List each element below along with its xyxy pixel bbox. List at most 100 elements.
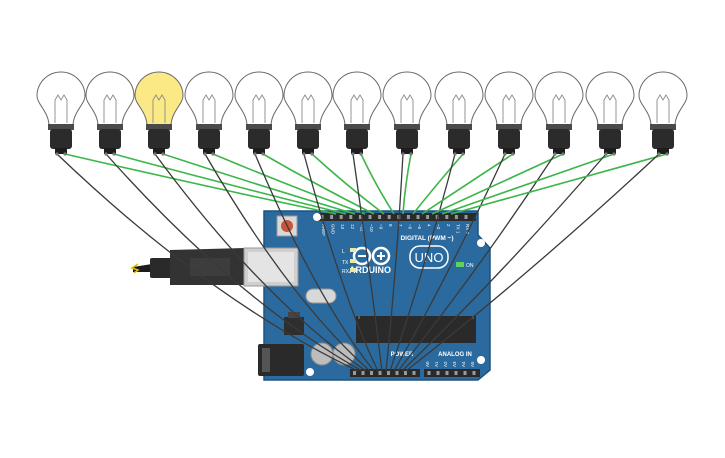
light-bulb[interactable] [85, 71, 135, 156]
signal-wire[interactable] [360, 153, 395, 215]
ground-wire[interactable] [385, 153, 404, 372]
pin-socket[interactable] [378, 215, 382, 219]
analog-pin-label: A1 [434, 361, 439, 367]
pin-socket[interactable] [349, 215, 353, 219]
pin-socket[interactable] [445, 215, 449, 219]
light-bulb[interactable] [332, 71, 382, 156]
digital-pin-label: ~5 [417, 224, 422, 230]
signal-wire[interactable] [412, 153, 464, 215]
signal-wire[interactable] [212, 153, 366, 215]
bulb-filament [301, 94, 315, 123]
bulb-base [203, 148, 215, 154]
bulb-socket [148, 129, 170, 149]
pin-socket[interactable] [370, 371, 373, 375]
pin-socket[interactable] [358, 215, 362, 219]
signal-wire[interactable] [431, 153, 564, 215]
pin-socket[interactable] [463, 371, 467, 375]
light-bulb[interactable] [534, 71, 584, 156]
light-bulb[interactable] [638, 71, 688, 156]
light-bulb[interactable] [184, 71, 234, 156]
ground-wire[interactable] [352, 153, 383, 372]
digital-pin-label: ~10 [369, 224, 374, 232]
pin-socket[interactable] [445, 371, 449, 375]
arduino-board[interactable]: ARDUINO UNO DIGITAL (PWM ~) POWER ANALOG… [243, 210, 491, 381]
bulb-socket-ring [446, 124, 472, 130]
pin-socket[interactable] [454, 215, 458, 219]
ground-wire[interactable] [401, 153, 607, 372]
pin-socket[interactable] [361, 371, 365, 375]
digital-pin-label: 13 [340, 224, 345, 230]
usb-cable[interactable] [130, 248, 245, 285]
signal-wire[interactable] [262, 153, 375, 215]
ground-wire[interactable] [405, 153, 660, 372]
pin-socket[interactable] [387, 371, 390, 375]
pin-socket[interactable] [416, 215, 420, 219]
signal-wire[interactable] [64, 153, 337, 215]
arduino-logo [352, 246, 391, 266]
bulb-filament [202, 94, 216, 123]
ground-wire[interactable] [56, 153, 359, 372]
digital-pin-label: ~9 [379, 224, 384, 230]
bulb-terminal [104, 152, 108, 156]
ground-wire[interactable] [397, 153, 556, 372]
light-bulb[interactable] [484, 71, 534, 156]
light-bulb[interactable] [36, 71, 86, 156]
pin-socket[interactable] [378, 371, 382, 375]
digital-pin-label: AREF [321, 224, 326, 236]
pin-socket[interactable] [412, 371, 416, 375]
light-bulb[interactable] [283, 71, 333, 156]
signal-wire[interactable] [450, 153, 668, 215]
bulb-socket-ring [546, 124, 572, 130]
rx-label: RX [342, 269, 350, 275]
bulb-socket [599, 129, 621, 149]
bulb-terminal [302, 152, 306, 156]
pin-socket[interactable] [330, 215, 334, 219]
analog-pin-label: A0 [425, 361, 430, 367]
light-bulb[interactable] [434, 71, 484, 156]
light-bulb[interactable] [234, 71, 284, 156]
pin-socket[interactable] [454, 371, 458, 375]
pin-socket[interactable] [472, 371, 476, 375]
bulb-socket [396, 129, 418, 149]
pin-socket[interactable] [353, 371, 356, 375]
light-bulb[interactable] [134, 71, 184, 156]
bulb-socket [498, 129, 520, 149]
light-bulb[interactable] [382, 71, 432, 156]
digital-pin-label: 7 [398, 224, 403, 227]
ground-wire[interactable] [393, 153, 506, 372]
ground-wire[interactable] [303, 153, 379, 372]
ground-wire[interactable] [254, 153, 375, 372]
bulb-base [351, 148, 363, 154]
pin-socket[interactable] [387, 215, 391, 219]
bulb-base [55, 148, 67, 154]
signal-wire[interactable] [402, 153, 412, 215]
signal-wire[interactable] [421, 153, 514, 215]
bulb-terminal [161, 152, 165, 156]
pin-socket[interactable] [426, 215, 430, 219]
pin-socket[interactable] [436, 371, 440, 375]
pin-socket[interactable] [339, 215, 343, 219]
power-header [350, 369, 420, 377]
pin-socket[interactable] [406, 215, 410, 219]
ground-wire[interactable] [204, 153, 371, 372]
ground-wire[interactable] [389, 153, 456, 372]
pin-socket[interactable] [404, 371, 407, 375]
pin-socket[interactable] [427, 371, 431, 375]
digital-pin-label: ~11 [359, 224, 364, 232]
ground-wire[interactable] [105, 153, 363, 372]
signal-wire[interactable] [162, 153, 356, 215]
pin-socket[interactable] [368, 215, 372, 219]
signal-wire[interactable] [311, 153, 385, 215]
light-bulb[interactable] [585, 71, 635, 156]
bulb-row[interactable] [36, 71, 688, 156]
pin-socket[interactable] [395, 371, 399, 375]
bottom-pin-headers[interactable] [350, 369, 480, 377]
mounting-hole [477, 239, 485, 247]
pin-socket[interactable] [464, 215, 468, 219]
signal-wire[interactable] [113, 153, 347, 215]
signal-wire[interactable] [441, 153, 615, 215]
bulb-terminal [604, 152, 608, 156]
ground-wire[interactable] [154, 153, 367, 372]
wire-layer[interactable] [56, 153, 668, 372]
